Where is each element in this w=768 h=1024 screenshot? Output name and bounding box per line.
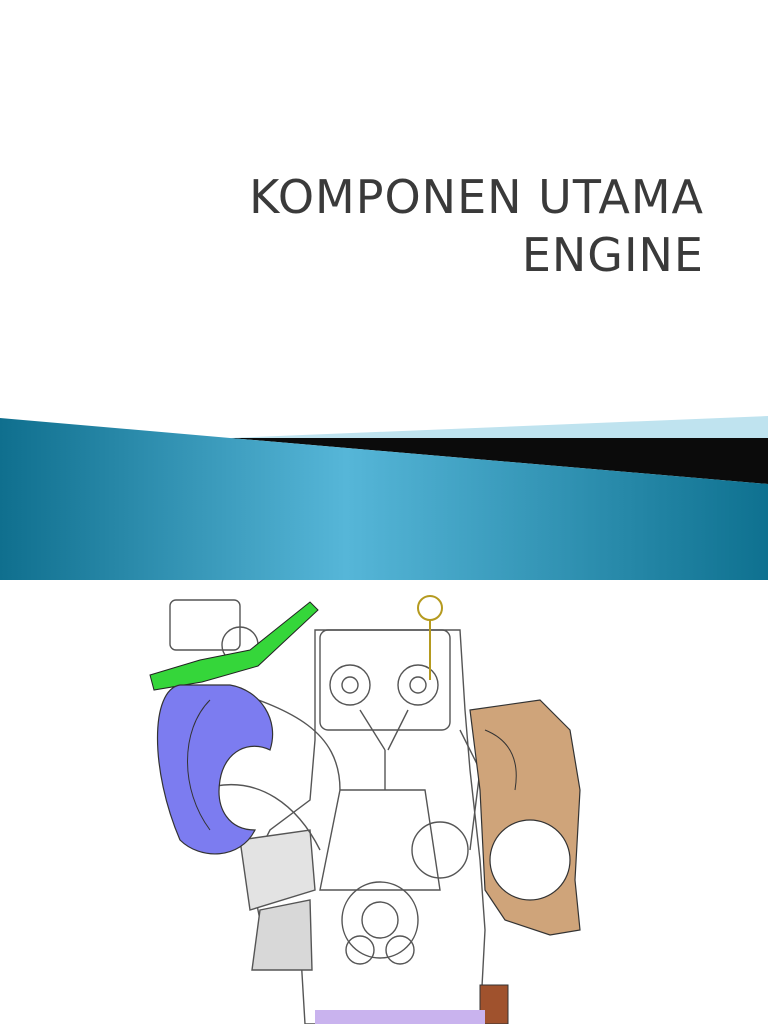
decorative-band (0, 416, 768, 580)
camshaft-right (397, 664, 439, 706)
fuel-pump (169, 599, 241, 651)
cylinder-head (319, 629, 451, 731)
band-light-stripe (230, 416, 768, 440)
dipstick-ring (417, 595, 443, 621)
band-teal-stripe (0, 418, 768, 580)
slide-title: KOMPONEN UTAMA ENGINE (249, 170, 704, 282)
camshaft-left (329, 664, 371, 706)
engine-block-outline (249, 629, 486, 1024)
intake-pipe (149, 601, 319, 691)
engine-cross-section-icon (149, 595, 581, 1024)
turbocharger-housing (156, 684, 274, 855)
oil-pan (315, 1010, 485, 1024)
accessory-housing (239, 829, 316, 911)
crankshaft (341, 881, 419, 959)
